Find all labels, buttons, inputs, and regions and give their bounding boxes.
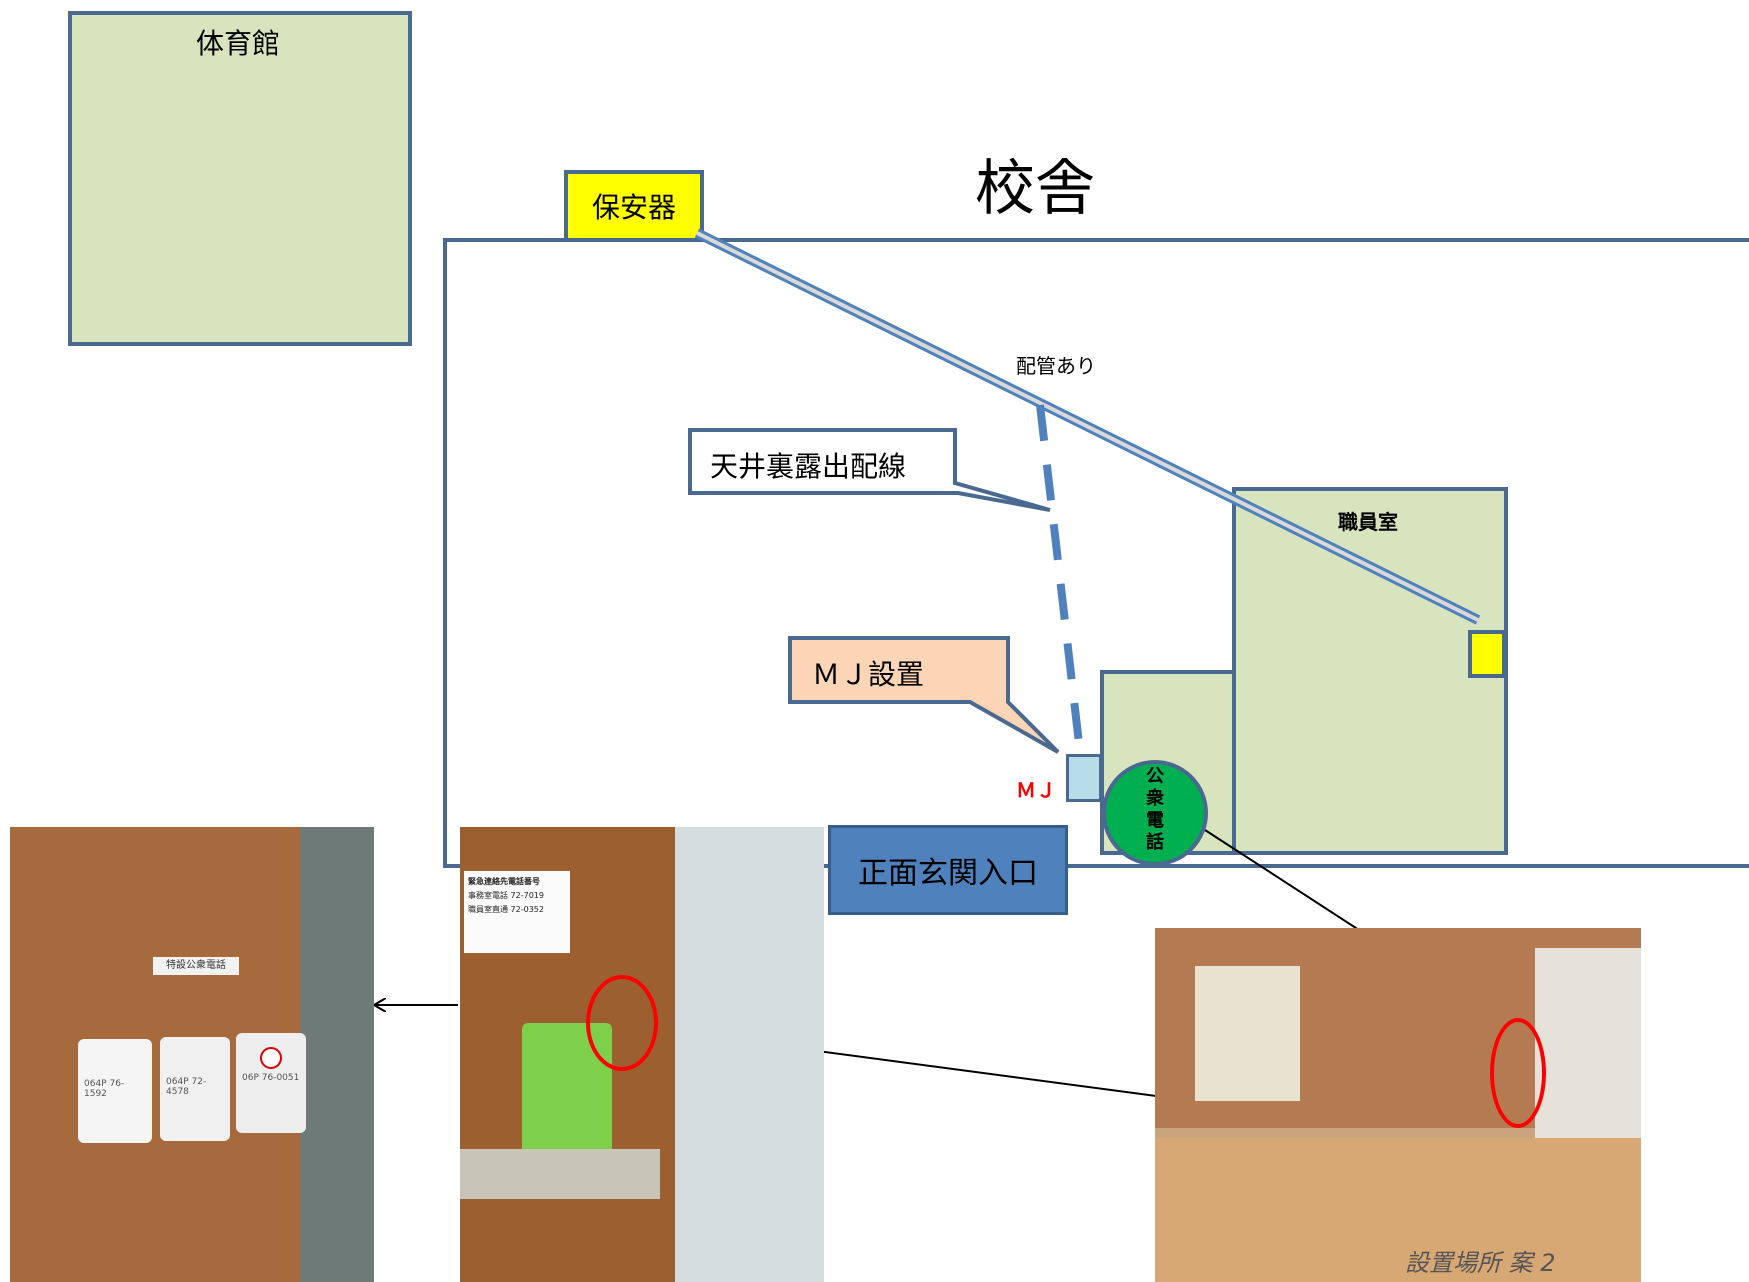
staff-room <box>1232 487 1508 855</box>
jack-sign: 特設公衆電話 <box>153 957 239 975</box>
jack-photo: 特設公衆電話 064P 76-1592 064P 72-4578 06P 76-… <box>10 827 374 1282</box>
ceiling-callout-text: 天井裏露出配線 <box>710 450 907 483</box>
photo-highlight-circle <box>586 975 658 1071</box>
entrance-box: 正面玄関入口 <box>828 825 1068 915</box>
exposed-wiring-line <box>1036 404 1084 753</box>
protector-label: 保安器 <box>591 191 676 224</box>
site-floor <box>1155 1138 1641 1282</box>
protector-box: 保安器 <box>564 170 704 242</box>
ceiling-callout-shape <box>688 428 1051 512</box>
jack-box-1: 064P 76-1592 <box>78 1039 152 1143</box>
staff-room-label: 職員室 <box>1338 510 1398 534</box>
protector-box-staffroom <box>1468 630 1506 678</box>
jack-box-2: 064P 72-4578 <box>160 1037 230 1141</box>
mj-label: ＭＪ <box>1016 778 1056 802</box>
payphone-photo: 緊急連絡先電話番号 事務室電話 72-7019 職員室直通 72-0352 <box>460 827 824 1282</box>
mj-callout-shape <box>788 636 1060 754</box>
site-window <box>1535 948 1641 1148</box>
payphone-table <box>460 1149 660 1199</box>
jack-box-3-red-label <box>260 1047 282 1069</box>
site-highlight-circle <box>1490 1018 1546 1128</box>
entrance-label: 正面玄関入口 <box>858 856 1038 891</box>
photo-window <box>675 827 824 1282</box>
gym-building <box>68 11 412 346</box>
site-photo: 設置場所 案 2 <box>1155 928 1641 1282</box>
pipe-note: 配管あり <box>1016 354 1096 378</box>
gym-label: 体育館 <box>196 27 281 60</box>
mj-callout-text: ＭＪ設置 <box>812 658 925 691</box>
pipe-line-inner <box>696 231 1479 622</box>
site-caption: 設置場所 案 2 <box>1405 1249 1556 1277</box>
emergency-sign: 緊急連絡先電話番号 事務室電話 72-7019 職員室直通 72-0352 <box>464 871 570 953</box>
site-board <box>1195 966 1300 1101</box>
payphone-label: 公 衆 電 話 <box>1146 766 1164 853</box>
photo-door-frame <box>300 827 374 1282</box>
school-title: 校舎 <box>975 154 1095 224</box>
payphone-marker <box>1102 760 1208 866</box>
mj-box <box>1066 754 1102 802</box>
